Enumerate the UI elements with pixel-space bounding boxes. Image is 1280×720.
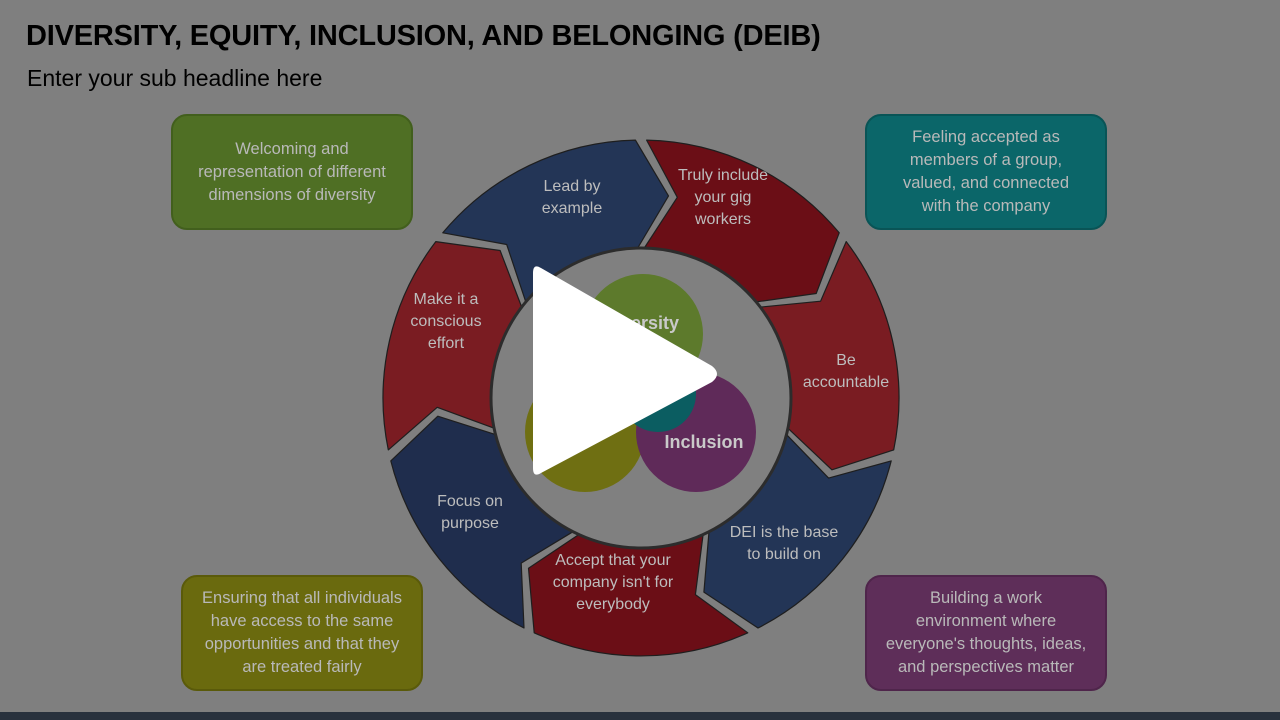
- box-line: Building a work: [930, 589, 1042, 607]
- box-line: dimensions of diversity: [208, 185, 376, 204]
- box-line: everyone's thoughts, ideas,: [885, 635, 1087, 653]
- player-bottom-bar: [0, 712, 1280, 720]
- box-line: representation of different: [198, 162, 386, 181]
- box-line: Welcoming and: [235, 139, 349, 158]
- venn-label-inclusion: Inclusion: [664, 432, 743, 452]
- box-line: with the company: [921, 197, 1051, 215]
- box-line: valued, and connected: [902, 174, 1070, 192]
- box-line: members of a group,: [909, 151, 1063, 169]
- slide-title: DIVERSITY, EQUITY, INCLUSION, AND BELONG…: [26, 20, 821, 52]
- box-line: opportunities and that they: [204, 635, 400, 653]
- box-line: Feeling accepted as: [912, 128, 1060, 146]
- box-line: environment where: [915, 612, 1057, 630]
- slide-subtitle: Enter your sub headline here: [27, 65, 323, 91]
- box-line: have access to the same: [210, 612, 394, 630]
- video-play-button[interactable]: [533, 266, 717, 475]
- info-box-top-left: Welcoming and representation of differen…: [171, 114, 413, 230]
- play-icon[interactable]: [533, 266, 717, 475]
- info-box-top-right: Feeling accepted as members of a group, …: [865, 114, 1107, 230]
- wheel-segments: [382, 139, 900, 657]
- box-line: are treated fairly: [242, 658, 362, 676]
- box-line: and perspectives matter: [897, 658, 1075, 676]
- box-line: Ensuring that all individuals: [202, 589, 402, 607]
- info-box-bottom-right: Building a work environment where everyo…: [865, 575, 1107, 691]
- info-box-bottom-left: Ensuring that all individuals have acces…: [181, 575, 423, 691]
